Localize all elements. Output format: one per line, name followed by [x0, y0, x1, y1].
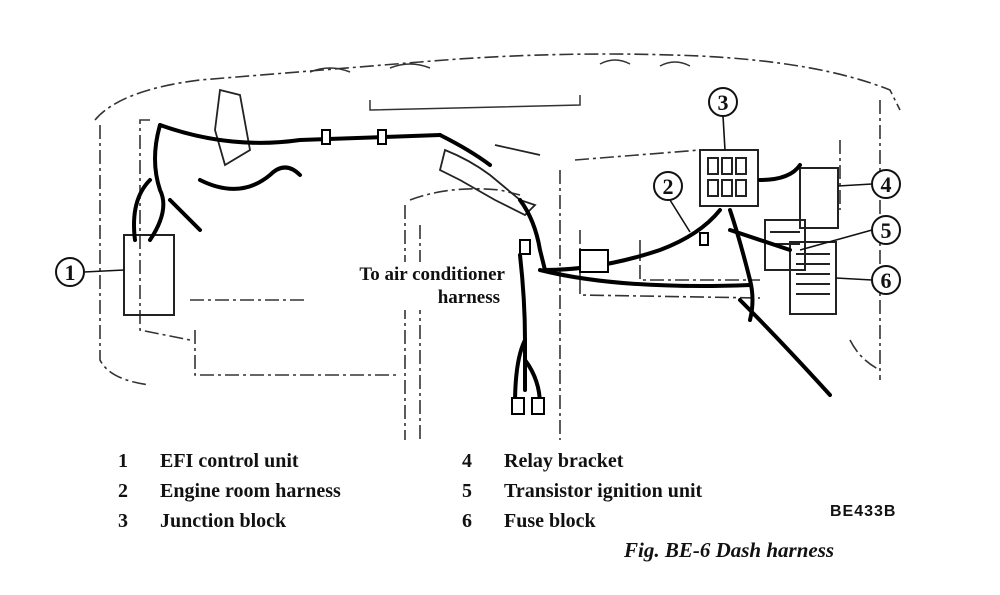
legend-number: 3: [118, 510, 128, 532]
leader-lines: [83, 115, 873, 281]
legend-number: 2: [118, 480, 128, 502]
legend-label: Junction block: [160, 510, 287, 532]
legend-item: 2 Engine room harness: [118, 476, 341, 506]
legend-number: 1: [118, 450, 128, 472]
legend-label: Relay bracket: [504, 450, 624, 472]
legend-item: 6 Fuse block: [462, 506, 702, 536]
legend-item: 4 Relay bracket: [462, 446, 702, 476]
efi-control-unit-body: [123, 234, 175, 316]
svg-text:6: 6: [881, 268, 892, 293]
duct: [214, 88, 541, 217]
note-line-2: harness: [438, 287, 500, 308]
callout-1: 1: [55, 257, 85, 287]
callout-6: 6: [871, 265, 901, 295]
legend-right: 4 Relay bracket 5 Transistor ignition un…: [462, 446, 702, 536]
legend-label: Engine room harness: [160, 480, 341, 502]
relay-bracket-body: [799, 167, 839, 229]
svg-text:2: 2: [663, 174, 674, 199]
callout-3: 3: [708, 87, 738, 117]
legend-left: 1 EFI control unit 2 Engine room harness…: [118, 446, 341, 536]
legend-label: Fuse block: [504, 510, 596, 532]
legend-item: 3 Junction block: [118, 506, 341, 536]
fuse-block-body: [789, 241, 837, 315]
dash-harness-diagram: 1 2 3 4 5 6 To air conditioner harness: [55, 53, 901, 440]
svg-text:3: 3: [718, 90, 729, 115]
svg-text:1: 1: [65, 260, 76, 285]
svg-text:4: 4: [881, 172, 892, 197]
callout-5: 5: [871, 215, 901, 245]
dashboard-outline: [94, 53, 901, 440]
legend-number: 5: [462, 480, 472, 502]
legend-label: EFI control unit: [160, 450, 299, 472]
legend-item: 5 Transistor ignition unit: [462, 476, 702, 506]
svg-text:5: 5: [881, 218, 892, 243]
legend-number: 6: [462, 510, 472, 532]
note-line-1: To air conditioner: [359, 264, 505, 285]
legend-label: Transistor ignition unit: [504, 480, 703, 502]
windshield-vents: [309, 59, 691, 111]
callout-2: 2: [653, 171, 683, 201]
wiring-harness: [132, 123, 832, 407]
reference-code: BE433B: [830, 503, 897, 520]
harness-connectors: [321, 129, 709, 415]
legend-number: 4: [462, 450, 472, 472]
callout-4: 4: [871, 169, 901, 199]
legend-item: 1 EFI control unit: [118, 446, 341, 476]
junction-block-body: [699, 149, 759, 207]
figure-caption: Fig. BE-6 Dash harness: [624, 538, 835, 562]
